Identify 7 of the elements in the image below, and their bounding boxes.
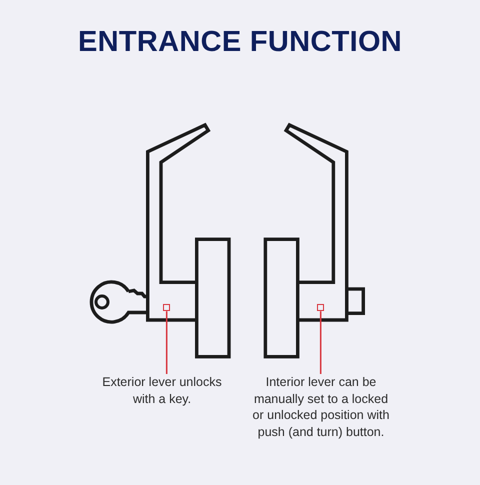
- callout-text: Exterior lever unlocks with a key.: [92, 374, 232, 407]
- leader-line: [166, 311, 168, 374]
- leader-line: [320, 311, 322, 374]
- square-marker-icon: [163, 304, 170, 312]
- title: ENTRANCE FUNCTION: [76, 25, 404, 60]
- square-marker-icon: [317, 304, 324, 312]
- callout-text: Interior lever can be manually set to a locked or unlocked position with push (and turn) button.: [250, 374, 392, 440]
